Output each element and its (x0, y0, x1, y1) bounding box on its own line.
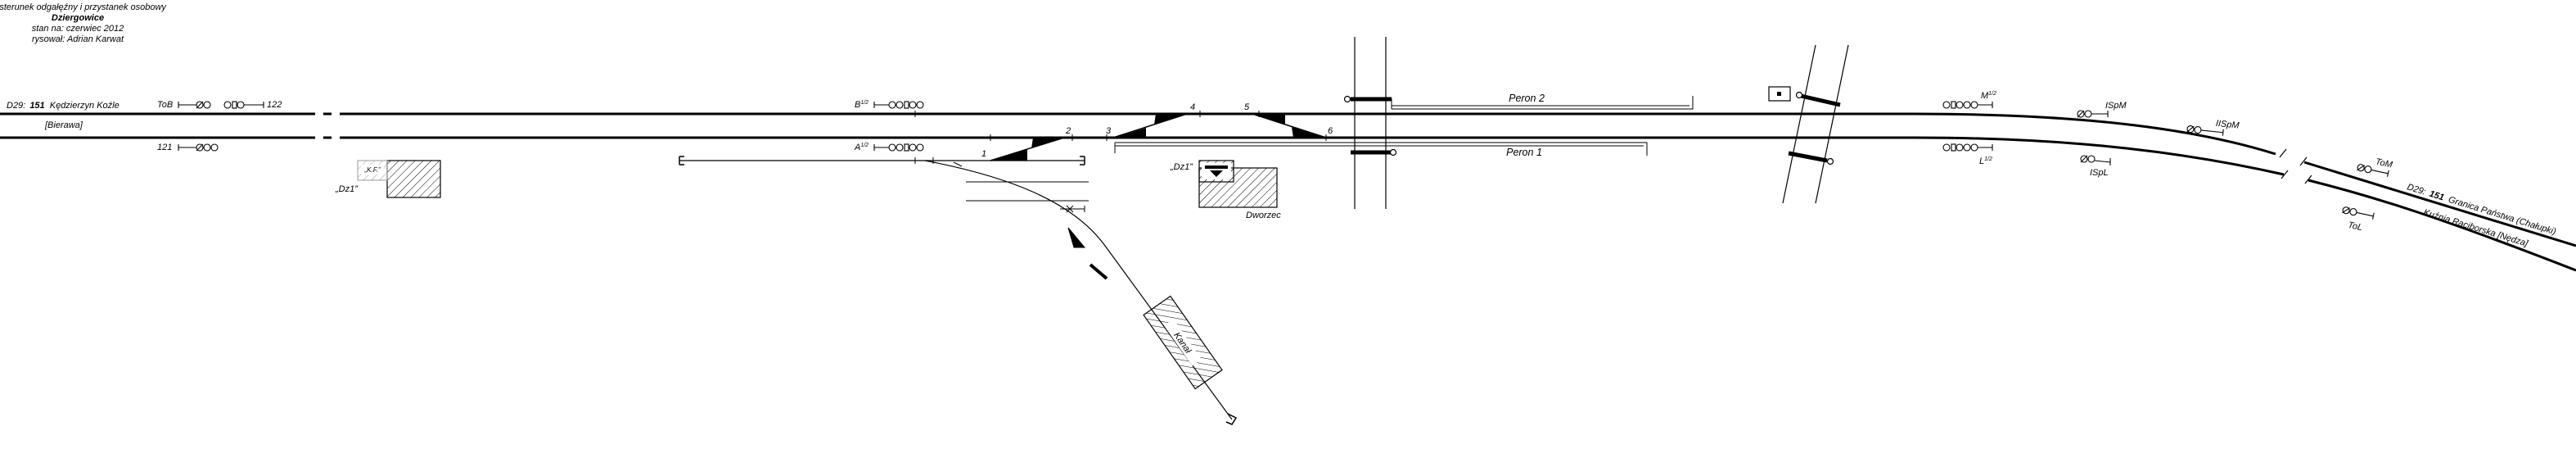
switch-numbers: 1 2 3 4 5 6 (981, 102, 1333, 159)
signal-ToB-label: ToB (157, 100, 173, 110)
switch-3-frog (1115, 128, 1146, 138)
track-break-marks (2279, 148, 2312, 184)
signal-box-label: „Dz1” (1170, 162, 1193, 172)
switch-4-frog (1154, 114, 1189, 125)
signal-ToL-label: ToL (2347, 220, 2363, 233)
signal-M-suffix: 1/2 (1988, 91, 1996, 97)
main-tracks (0, 111, 2576, 272)
switch-number-4: 4 (1190, 102, 1195, 112)
signal-ISpM: ISpM (2077, 101, 2127, 118)
switch-number-6: 6 (1328, 126, 1333, 136)
signal-122-label: 122 (267, 100, 282, 110)
date-line: stan na: czerwiec 2012 (32, 24, 124, 34)
station-name: Dziergowice (52, 13, 104, 23)
branch-track (924, 160, 1238, 425)
left-line-sub: [Bierawa] (44, 120, 83, 130)
switch-number-3: 3 (1106, 126, 1112, 136)
signal-M-label: M (1981, 91, 1989, 101)
header-line1: posterunek odgałęźny i przystanek osobow… (0, 2, 167, 12)
svg-text:A1/2: A1/2 (854, 143, 868, 152)
signal-ToL: ToL (2342, 206, 2375, 233)
switch-number-1: 1 (981, 149, 986, 159)
right-line-number: 151 (2428, 189, 2445, 203)
switch-1-frog (992, 149, 1027, 161)
signal-ISpL-label: ISpL (2090, 168, 2109, 178)
station-building-label: Dworzec (1246, 211, 1281, 220)
road-overpass (1343, 37, 1397, 209)
signal-ToM-label: ToM (2375, 156, 2394, 170)
signal-A-label: A (854, 143, 860, 152)
svg-text:M1/2: M1/2 (1981, 91, 1996, 101)
switch-5-frog (1251, 114, 1285, 125)
svg-text:L1/2: L1/2 (1979, 156, 1992, 166)
platform-2-label: Peron 2 (1509, 93, 1545, 104)
signal-M12: M1/2 (1942, 91, 1996, 109)
signal-122: 122 (223, 100, 282, 110)
switch-number-2: 2 (1065, 126, 1071, 136)
signal-A-suffix: 1/2 (860, 143, 868, 148)
header-block: posterunek odgałęźny i przystanek osobow… (0, 2, 167, 44)
signal-ToB: ToB (157, 100, 211, 110)
switch-6-frog (1292, 127, 1326, 138)
track-1 (0, 136, 2576, 272)
signal-L12: L1/2 (1942, 143, 1993, 166)
track-2 (0, 112, 2576, 247)
signal-B-suffix: 1/2 (860, 100, 868, 106)
signal-ISpL: ISpL (2080, 155, 2111, 178)
left-line-prefix: D29: (7, 101, 25, 111)
svg-text:B1/2: B1/2 (855, 100, 868, 110)
signal-L-suffix: 1/2 (1984, 156, 1992, 162)
switch-2-frog (1031, 138, 1066, 148)
old-signal-box-label: „Dz1” (335, 184, 359, 194)
siding-building: Kanał (1143, 295, 1223, 390)
signal-A12: A1/2 (854, 143, 924, 152)
signal-B-label: B (855, 100, 860, 110)
crossovers (990, 113, 1327, 161)
left-line-destination: Kędzierzyn Koźle (50, 101, 120, 111)
switch-number-5: 5 (1244, 102, 1250, 112)
signal-L-label: L (1979, 156, 1984, 166)
author-line: rysował: Adrian Karwat (32, 34, 124, 44)
station-building: „Dz1” Dworzec (1170, 160, 1281, 220)
level-crossing (1768, 44, 1849, 204)
signal-IISpM-label: IISpM (2215, 119, 2240, 131)
left-line-number: 151 (29, 101, 44, 111)
signal-121-label: 121 (157, 143, 172, 152)
old-signal-box-inner: „K.F.” (364, 166, 381, 174)
svg-text:D29: 151 Kędzierzy: D29: 151 Kędzierzyn Koźle (7, 101, 120, 111)
platform-1 (1114, 142, 1648, 156)
line-label-left: D29: 151 Kędzierzyn Koźle [Bierawa] (7, 101, 120, 130)
platform-1-label: Peron 1 (1506, 147, 1542, 158)
signal-121: 121 (157, 143, 219, 152)
side-track (679, 156, 1085, 167)
old-signal-box: „K.F.” „Dz1” (335, 160, 441, 198)
signal-B12: B1/2 (855, 100, 924, 110)
signal-ISpM-label: ISpM (2105, 101, 2127, 111)
platforms (1114, 96, 1694, 156)
branch-switch-frog (1067, 227, 1086, 248)
signal-ToM: ToM (2357, 156, 2394, 177)
signal-IISpM: IISpM (2186, 119, 2240, 136)
